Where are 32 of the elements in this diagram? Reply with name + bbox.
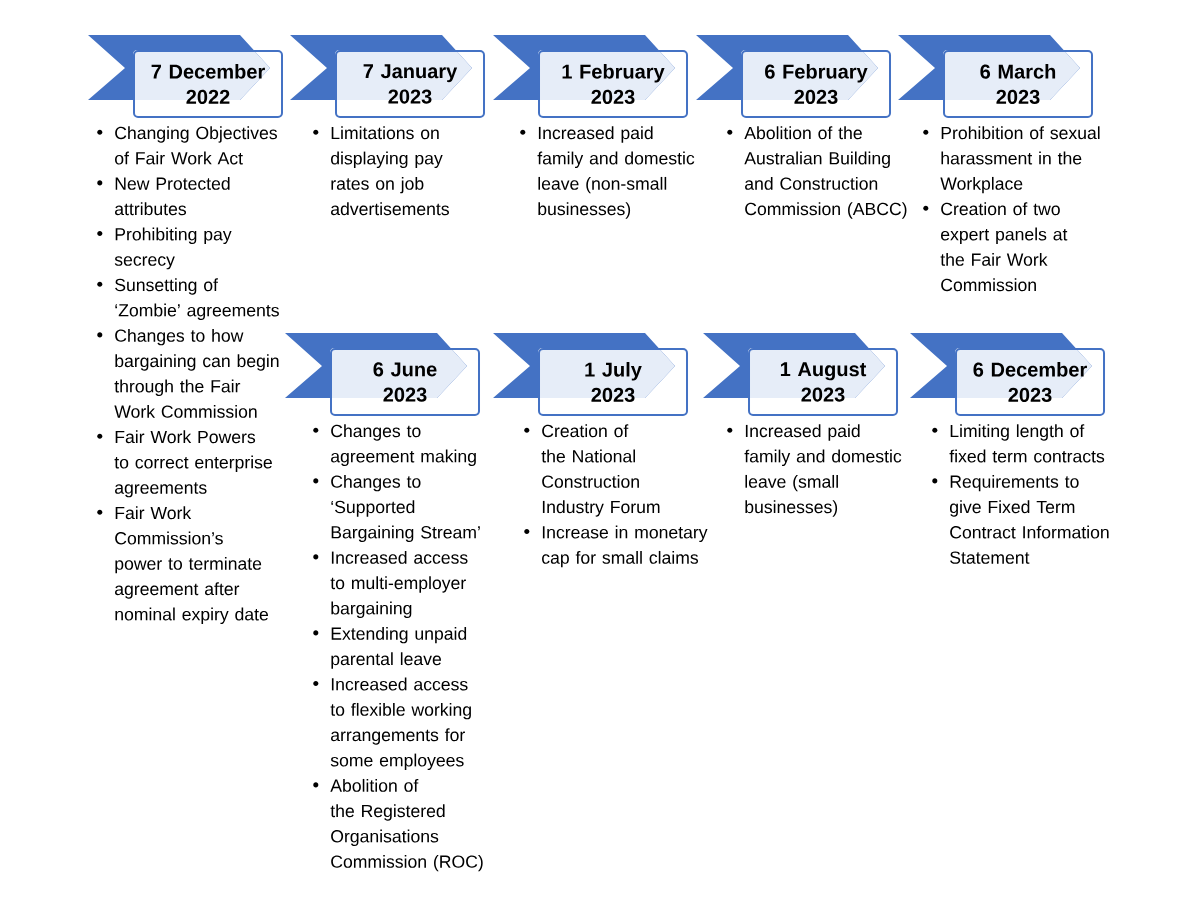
date-box: 7 January 2023: [335, 50, 485, 118]
bullet-item: Increased paid family and domestic leave (small businesses): [727, 424, 902, 517]
bullet-item: Increased paid family and domestic leave (non-small businesses): [520, 126, 695, 219]
date-box: 6 December 2023: [955, 348, 1105, 416]
date-box: 1 July 2023: [538, 348, 688, 416]
date-box: 1 August 2023: [748, 348, 898, 416]
date-box: 1 February 2023: [538, 50, 688, 118]
bullet-item: Changes to how bargaining can begin through the Fair Work Commission: [97, 328, 279, 418]
bullet-item: Increase in monetary cap for small claims: [524, 525, 708, 568]
date-box: 6 June 2023: [330, 348, 480, 416]
bullet-item: Requirements to give Fixed Term Contract Information Statement: [932, 474, 1109, 564]
bullet-item: Prohibiting pay secrecy: [97, 227, 232, 270]
bullet-item: Changes to ‘Supported Bargaining Stream’: [313, 474, 480, 542]
bullet-item: Creation of the National Construction Industry Forum: [524, 424, 660, 517]
bullet-item: Limiting length of fixed term contracts: [932, 424, 1105, 463]
bullet-item: Abolition of the Australian Building and Construction Commission (ABCC): [727, 126, 907, 219]
date-box: 6 March 2023: [943, 50, 1093, 118]
date-box: 6 February 2023: [741, 50, 891, 118]
bullet-item: New Protected attributes: [97, 176, 230, 216]
bullet-item: Abolition of the Registered Organisations Commission (ROC): [313, 778, 483, 872]
bullet-item: Extending unpaid parental leave: [313, 626, 467, 669]
date-box: 7 December 2022: [133, 50, 283, 118]
bullet-item: Increased access to multi-employer bargaining: [313, 550, 468, 618]
bullet-item: Fair Work Commission’s power to terminate agreement after nominal expiry date: [97, 506, 268, 624]
bullet-item: Limitations on displaying pay rates on job advertisements: [313, 126, 449, 216]
bullet-item: Increased access to flexible working arrangements for some employees: [313, 677, 471, 770]
bullet-item: Prohibition of sexual harassment in the Workplace: [923, 126, 1100, 194]
bullet-item: Changes to agreement making: [313, 424, 476, 466]
bullet-item: Sunsetting of ‘Zombie’ agreements: [97, 278, 279, 320]
bullet-item: Fair Work Powers to correct enterprise agreements: [97, 430, 272, 498]
bullet-item: Changing Objectives of Fair Work Act: [97, 126, 277, 165]
bullet-item: Creation of two expert panels at the Fair Work Commission: [923, 202, 1068, 292]
